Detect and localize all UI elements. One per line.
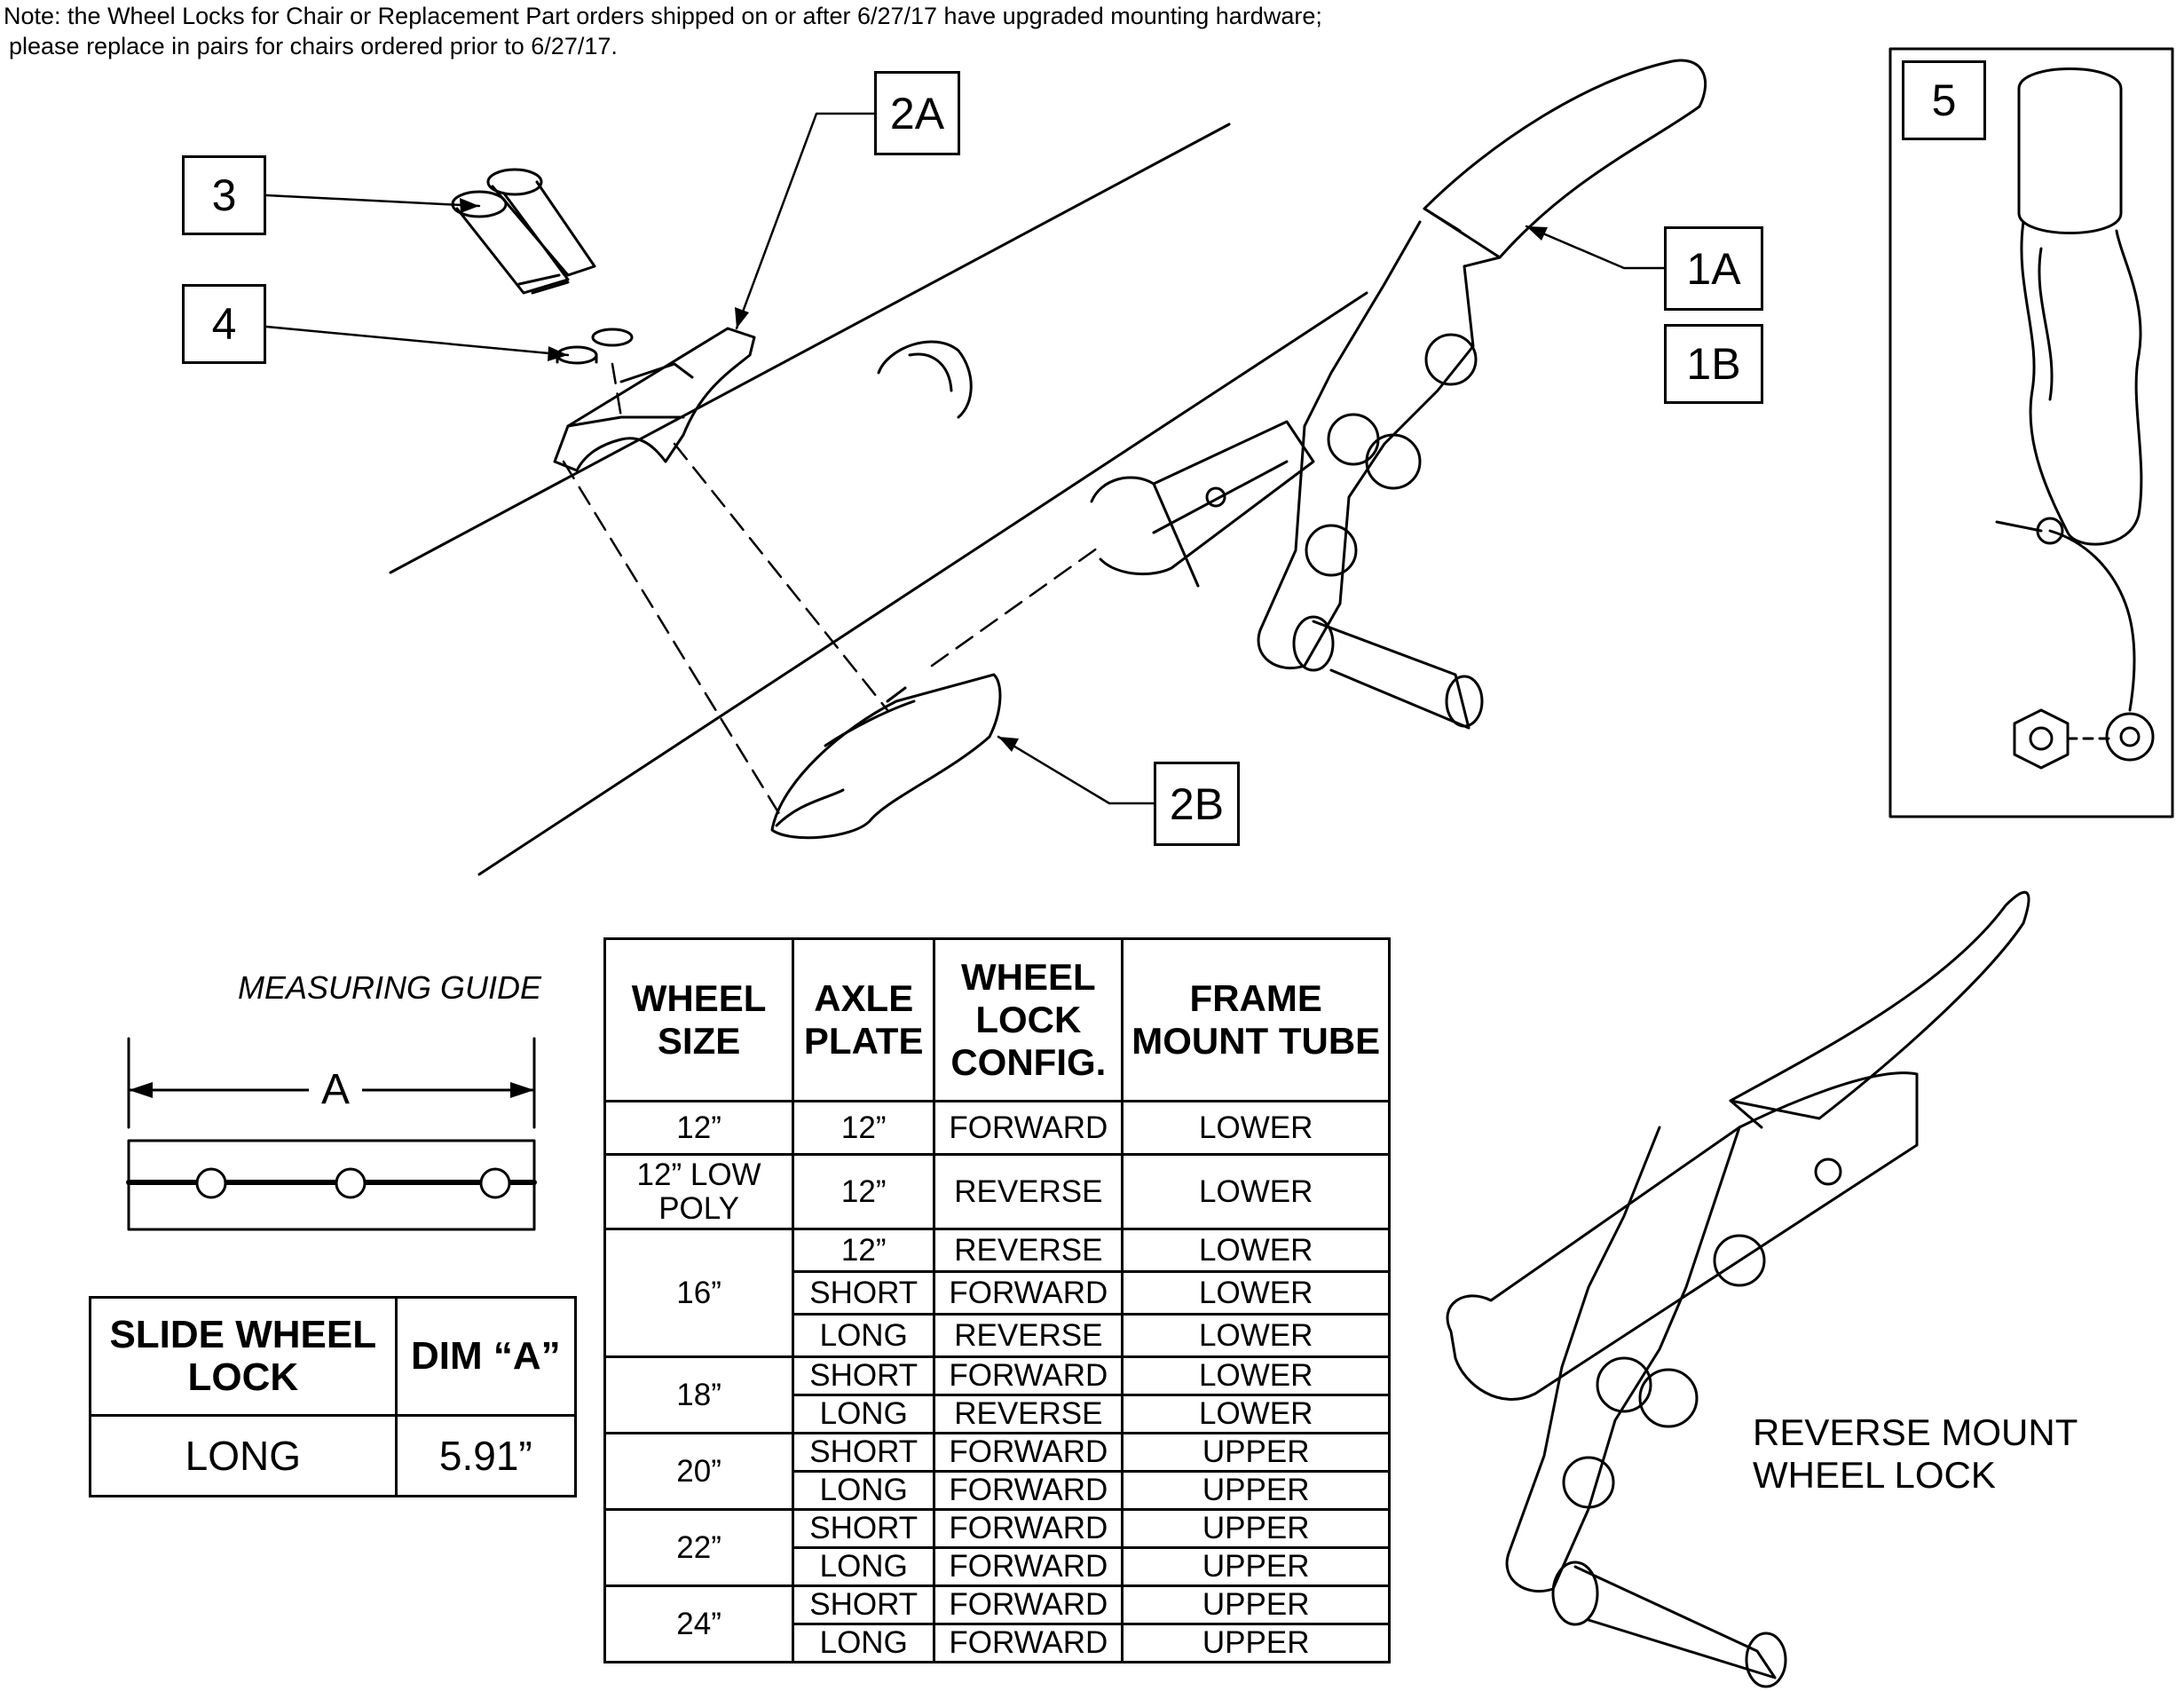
item-5-detail [1888, 47, 2174, 818]
axle-plate-cell: LONG [792, 1470, 936, 1511]
wheel-lock-1a [1257, 59, 1707, 730]
reverse-mount-label-line-2: WHEEL LOCK [1753, 1454, 1996, 1496]
config-cell: FORWARD [933, 1470, 1124, 1511]
reverse-mount-wheel-lock [1446, 890, 2030, 1688]
tube-cell: UPPER [1121, 1470, 1391, 1511]
callout-1b: 1B [1664, 324, 1763, 404]
config-cell: FORWARD [933, 1584, 1124, 1625]
axle-plate-cell: 12” [792, 1153, 936, 1230]
table-row: LONG REVERSE LOWER [605, 1394, 1391, 1434]
wheel-size-cell: 12” [603, 1100, 795, 1156]
axle-plate-cell: LONG [792, 1313, 936, 1358]
table-row: 12” 12” FORWARD LOWER [603, 1100, 1391, 1156]
table-row: 22” SHORT FORWARD UPPER [603, 1508, 1391, 1587]
axle-plate-cell: SHORT [792, 1584, 936, 1625]
config-cell: FORWARD [933, 1355, 1124, 1396]
callout-5: 5 [1902, 60, 1986, 140]
leader-arrowheads [460, 198, 1548, 752]
config-cell: FORWARD [933, 1546, 1124, 1587]
wheel-size-cell: 18” [603, 1355, 795, 1434]
callout-2a: 2A [874, 71, 960, 155]
axle-plate-cell: 12” [792, 1228, 936, 1273]
tube-cell: UPPER [1121, 1508, 1391, 1549]
config-cell: REVERSE [933, 1394, 1124, 1434]
dimension-label-a: A [309, 1065, 362, 1114]
tube-cell: UPPER [1121, 1546, 1391, 1587]
axle-plate-cell: SHORT [792, 1270, 936, 1316]
wheel-size-cell: 12” LOW POLY [603, 1153, 795, 1230]
callout-4: 4 [182, 284, 266, 364]
table-row: 20” SHORT FORWARD UPPER [603, 1432, 1391, 1511]
table-row: 12” LOW POLY 12” REVERSE LOWER [603, 1153, 1391, 1230]
dimension-arrowheads [129, 1082, 534, 1098]
header-dim-a: DIM “A” [394, 1296, 578, 1417]
wheel-lock-config-table: WHEEL SIZE AXLE PLATE WHEEL LOCK CONFIG.… [603, 937, 1391, 1663]
header-slide-wheel-lock: SLIDE WHEEL LOCK [89, 1296, 398, 1417]
washers-4 [556, 328, 634, 365]
table-row: 16” 12” REVERSE LOWER [603, 1228, 1391, 1358]
wheel-size-cell: 16” [603, 1228, 795, 1358]
callout-1a: 1A [1664, 226, 1763, 311]
tube-cell: LOWER [1121, 1153, 1391, 1230]
config-cell: REVERSE [933, 1313, 1124, 1358]
axle-plate-cell: 12” [792, 1100, 936, 1156]
header-wheel-size: WHEEL SIZE [603, 937, 795, 1102]
header-wheel-lock-config: WHEEL LOCK CONFIG. [933, 937, 1124, 1102]
table-row: LONG FORWARD UPPER [605, 1470, 1391, 1511]
axle-plate-cell: SHORT [792, 1432, 936, 1473]
wheel-size-cell: 20” [603, 1432, 795, 1511]
tube-cell: UPPER [1121, 1432, 1391, 1473]
config-cell: FORWARD [933, 1432, 1124, 1473]
table-row: 24” SHORT FORWARD UPPER [603, 1584, 1391, 1663]
leader-lines [264, 112, 1666, 805]
clamp-upper-2a [553, 327, 756, 472]
callout-2b: 2B [1154, 762, 1240, 846]
config-cell: REVERSE [933, 1153, 1124, 1230]
config-cell: FORWARD [933, 1100, 1124, 1156]
note-line-2: please replace in pairs for chairs order… [9, 33, 618, 59]
axle-plate-cell: LONG [792, 1546, 936, 1587]
table-row: LONG REVERSE LOWER [605, 1313, 1391, 1358]
config-cell: FORWARD [933, 1508, 1124, 1549]
slide-wheel-lock-table: SLIDE WHEEL LOCK DIM “A” LONG 5.91” [89, 1296, 578, 1497]
header-frame-mount-tube: FRAME MOUNT TUBE [1121, 937, 1391, 1102]
measuring-guide-title: MEASURING GUIDE [237, 969, 541, 1006]
table-row: LONG FORWARD UPPER [605, 1623, 1391, 1663]
note-line-1: Note: the Wheel Locks for Chair or Repla… [4, 3, 1322, 29]
tube-cell: LOWER [1121, 1100, 1391, 1156]
clamp-lower-2b [770, 673, 1002, 840]
table-row: SHORT FORWARD LOWER [605, 1270, 1391, 1316]
axle-plate-cell: LONG [792, 1623, 936, 1663]
reverse-mount-label: REVERSE MOUNT WHEEL LOCK [1753, 1411, 2078, 1497]
axle-plate-cell: LONG [792, 1394, 936, 1434]
config-cell: FORWARD [933, 1270, 1124, 1316]
tube-cell: LOWER [1121, 1270, 1391, 1316]
bolts-3 [451, 168, 596, 295]
axle-plate-cell: SHORT [792, 1508, 936, 1549]
axle-plate-cell: SHORT [792, 1355, 936, 1396]
callout-3: 3 [182, 155, 266, 235]
assembly-guide-lines [562, 362, 1102, 818]
wheel-size-cell: 22” [603, 1508, 795, 1587]
tube-cell: LOWER [1121, 1313, 1391, 1358]
slide-rail [1090, 420, 1315, 588]
dim-cell: 5.91” [394, 1414, 578, 1497]
tube-cell: LOWER [1121, 1394, 1391, 1434]
header-axle-plate: AXLE PLATE [792, 937, 936, 1102]
config-cell: FORWARD [933, 1623, 1124, 1663]
reverse-mount-label-line-1: REVERSE MOUNT [1753, 1411, 2078, 1453]
frame-tube [389, 122, 1368, 876]
wheel-size-cell: 24” [603, 1584, 795, 1663]
table-row: LONG FORWARD UPPER [605, 1546, 1391, 1587]
table-row: 18” SHORT FORWARD LOWER [603, 1355, 1391, 1434]
tube-cell: LOWER [1121, 1355, 1391, 1396]
table-row: LONG 5.91” [89, 1414, 578, 1497]
config-cell: REVERSE [933, 1228, 1124, 1273]
tube-cell: LOWER [1121, 1228, 1391, 1273]
tube-cell: UPPER [1121, 1584, 1391, 1625]
slide-cell: LONG [89, 1414, 398, 1497]
tube-cell: UPPER [1121, 1623, 1391, 1663]
